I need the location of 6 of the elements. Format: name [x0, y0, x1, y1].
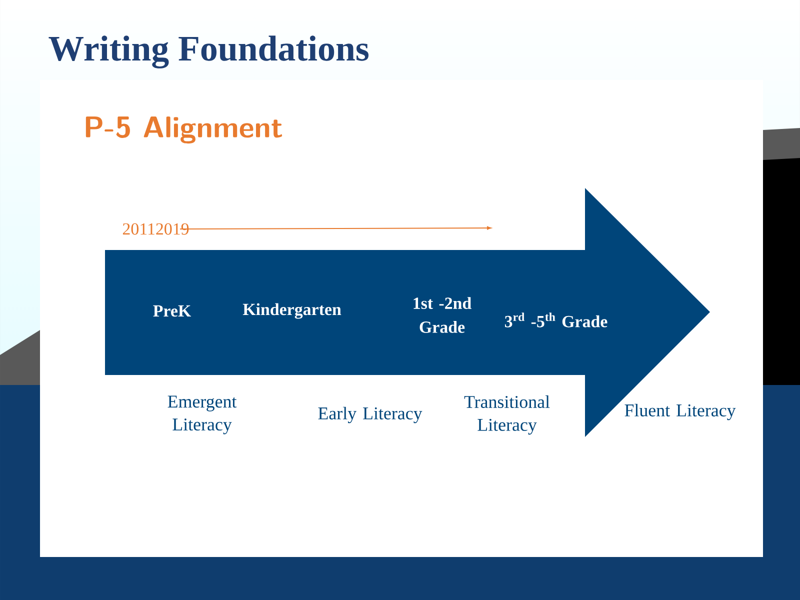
stage-label: Emergent Literacy: [168, 396, 237, 434]
timeline-label: 20112019: [122, 223, 189, 235]
subtitle: P-5 Alignment: [86, 116, 282, 144]
stage-label: Transitional Literacy: [464, 395, 550, 435]
title: Writing Foundations: [48, 36, 368, 68]
stage-label: Early Literacy: [318, 406, 422, 424]
